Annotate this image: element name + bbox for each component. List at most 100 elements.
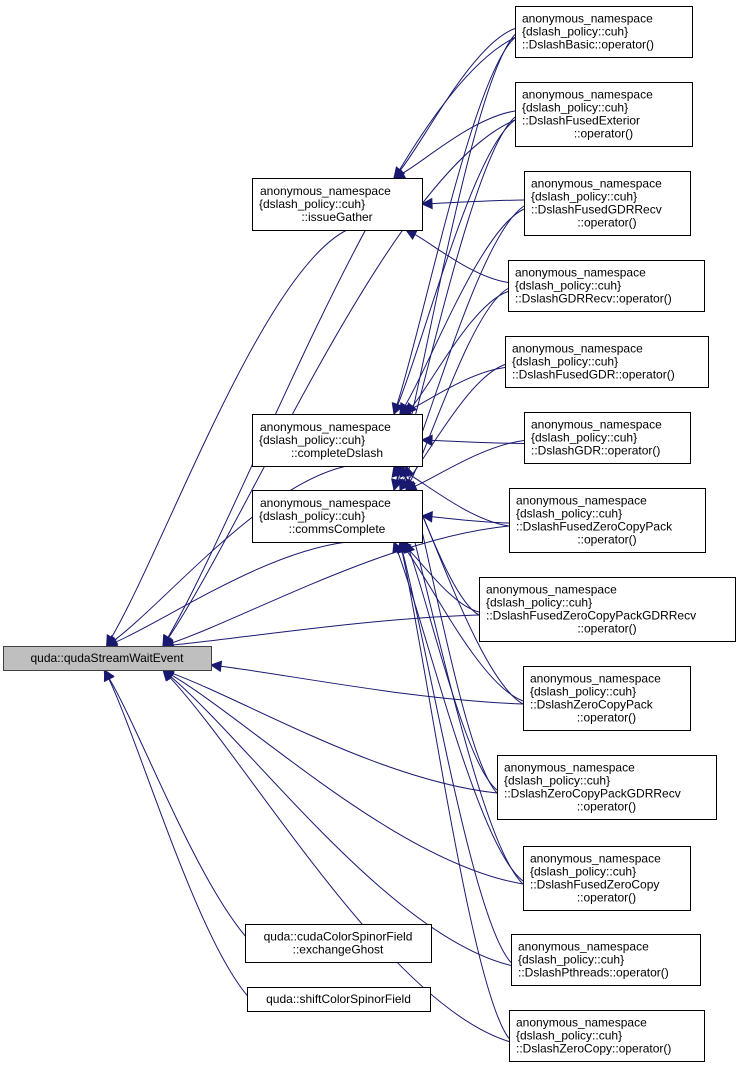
edge-line xyxy=(108,678,276,963)
node-dslash-basic[interactable]: anonymous_namespace{dslash_policy::cuh}:… xyxy=(515,6,693,58)
edge-line xyxy=(402,551,512,963)
node-label-line: ::operator() xyxy=(577,533,636,547)
node-issue-gather[interactable]: anonymous_namespace{dslash_policy::cuh}:… xyxy=(252,178,423,231)
node-label-line: anonymous_namespace xyxy=(515,266,646,280)
node-dslash-gdr[interactable]: anonymous_namespace{dslash_policy::cuh}:… xyxy=(524,412,691,464)
node-label-line: ::DslashZeroCopy::operator() xyxy=(516,1042,671,1056)
node-dslash-fused-gdrrecv[interactable]: anonymous_namespace{dslash_policy::cuh}:… xyxy=(524,171,691,236)
edge-line xyxy=(415,440,525,487)
node-label-line: ::DslashFusedGDRRecv xyxy=(531,203,662,217)
arrowhead-icon xyxy=(392,402,404,416)
node-label-line: quda::shiftColorSpinorField xyxy=(266,992,411,1006)
node-dslash-fused-exterior[interactable]: anonymous_namespace{dslash_policy::cuh}:… xyxy=(515,82,693,147)
edge-line xyxy=(431,439,525,444)
node-label-line: {dslash_policy::cuh} xyxy=(259,197,365,211)
edge-line xyxy=(169,676,510,1042)
node-box xyxy=(511,934,701,986)
node-label-line: ::DslashBasic::operator() xyxy=(522,38,654,52)
arrowhead-icon xyxy=(420,511,433,523)
node-box xyxy=(252,414,423,467)
edge-line xyxy=(405,549,524,702)
node-dslash-fused-zero-copy-pack-gdrrecv[interactable]: anonymous_namespace{dslash_policy::cuh}:… xyxy=(479,577,736,642)
node-label-line: quda::qudaStreamWaitEvent xyxy=(31,651,185,665)
node-label-line: ::DslashFusedZeroCopy xyxy=(530,878,659,892)
edge-line xyxy=(406,364,506,483)
edge-dslash-zero-copy-to-root xyxy=(162,669,510,1042)
edge-line xyxy=(414,234,509,283)
node-dslash-zero-copy-pack[interactable]: anonymous_namespace{dslash_policy::cuh}:… xyxy=(523,666,691,731)
node-label-line: anonymous_namespace xyxy=(516,494,647,508)
node-box xyxy=(3,646,212,671)
node-box xyxy=(508,260,705,312)
node-label-line: anonymous_namespace xyxy=(516,1016,647,1030)
node-box xyxy=(524,412,691,464)
node-label-line: anonymous_namespace xyxy=(522,88,653,102)
node-label-line: ::DslashFusedZeroCopyPackGDRRecv xyxy=(486,609,696,623)
node-label-line: anonymous_namespace xyxy=(260,184,391,198)
node-label-line: anonymous_namespace xyxy=(522,12,653,26)
node-box xyxy=(247,987,431,1012)
node-dslash-gdrrecv[interactable]: anonymous_namespace{dslash_policy::cuh}:… xyxy=(508,260,705,312)
node-label-line: ::DslashFusedExterior xyxy=(522,114,640,128)
node-box xyxy=(515,82,693,147)
node-comms-complete[interactable]: anonymous_namespace{dslash_policy::cuh}:… xyxy=(252,490,423,543)
edge-dslash-basic-to-issue-gather xyxy=(393,28,516,179)
node-label-line: {dslash_policy::cuh} xyxy=(531,190,637,204)
edge-line xyxy=(115,541,348,643)
edge-line xyxy=(407,548,480,613)
node-dslash-pthreads[interactable]: anonymous_namespace{dslash_policy::cuh}:… xyxy=(511,934,701,986)
node-label-line: {dslash_policy::cuh} xyxy=(259,433,365,447)
node-label-line: ::DslashFusedGDR::operator() xyxy=(512,368,675,382)
edge-line xyxy=(172,525,510,644)
node-label-line: ::DslashFusedZeroCopyPack xyxy=(516,520,673,534)
node-label-line: ::DslashGDRRecv::operator() xyxy=(515,292,672,306)
edge-dslash-zero-copy-to-comms-complete xyxy=(396,540,510,1039)
node-label-line: ::issueGather xyxy=(301,210,372,224)
arrowhead-icon xyxy=(404,540,416,554)
edge-line xyxy=(172,672,498,794)
edge-line xyxy=(170,676,512,966)
arrowhead-icon xyxy=(420,197,433,210)
edge-line xyxy=(108,678,265,1012)
node-box xyxy=(524,171,691,236)
node-root[interactable]: quda::qudaStreamWaitEvent xyxy=(3,646,212,671)
node-dslash-zero-copy[interactable]: anonymous_namespace{dslash_policy::cuh}:… xyxy=(509,1010,705,1062)
node-box xyxy=(523,846,691,911)
node-dslash-zero-copy-pack-gdrrecv[interactable]: anonymous_namespace{dslash_policy::cuh}:… xyxy=(497,755,717,820)
edge-dslash-fused-zero-copy-pack-gdrrecv-to-root xyxy=(161,614,480,651)
edge-line xyxy=(220,665,524,705)
node-exchange-ghost[interactable]: quda::cudaColorSpinorField::exchangeGhos… xyxy=(245,924,432,963)
node-dslash-fused-zero-copy-pack[interactable]: anonymous_namespace{dslash_policy::cuh}:… xyxy=(509,488,706,553)
node-shift-color-spinor-field[interactable]: quda::shiftColorSpinorField xyxy=(247,987,431,1012)
edge-dslash-zero-copy-pack-gdrrecv-to-root xyxy=(161,668,498,794)
node-label-line: anonymous_namespace xyxy=(531,418,662,432)
node-box xyxy=(479,577,736,642)
node-label-line: anonymous_namespace xyxy=(504,761,635,775)
node-label-line: {dslash_policy::cuh} xyxy=(259,509,365,523)
edge-line xyxy=(114,465,348,641)
node-label-line: {dslash_policy::cuh} xyxy=(530,685,636,699)
edge-dslash-fused-zero-copy-pack-to-comms-complete xyxy=(420,511,510,524)
node-box xyxy=(509,488,706,553)
arrowhead-icon xyxy=(399,478,412,491)
node-box xyxy=(252,178,423,231)
node-complete-dslash[interactable]: anonymous_namespace{dslash_policy::cuh}:… xyxy=(252,414,423,467)
edge-dslash-fused-gdrrecv-to-issue-gather xyxy=(420,197,525,210)
edge-line xyxy=(402,110,516,174)
node-dslash-fused-zero-copy[interactable]: anonymous_namespace{dslash_policy::cuh}:… xyxy=(523,846,691,911)
edge-line xyxy=(168,119,516,638)
node-dslash-fused-gdr[interactable]: anonymous_namespace{dslash_policy::cuh}:… xyxy=(505,336,709,388)
arrowhead-icon xyxy=(103,668,115,682)
edge-line xyxy=(410,288,509,482)
arrowhead-icon xyxy=(393,167,406,179)
node-label-line: anonymous_namespace xyxy=(486,583,617,597)
node-box xyxy=(245,924,432,963)
edge-exchange-ghost-to-root xyxy=(103,669,276,963)
edge-line xyxy=(397,119,516,405)
arrowhead-icon xyxy=(209,660,223,673)
node-label-line: ::operator() xyxy=(574,127,633,141)
node-box xyxy=(497,755,717,820)
node-label-line: ::DslashZeroCopyPackGDRRecv xyxy=(504,787,681,801)
node-label-line: ::DslashGDR::operator() xyxy=(531,444,660,458)
